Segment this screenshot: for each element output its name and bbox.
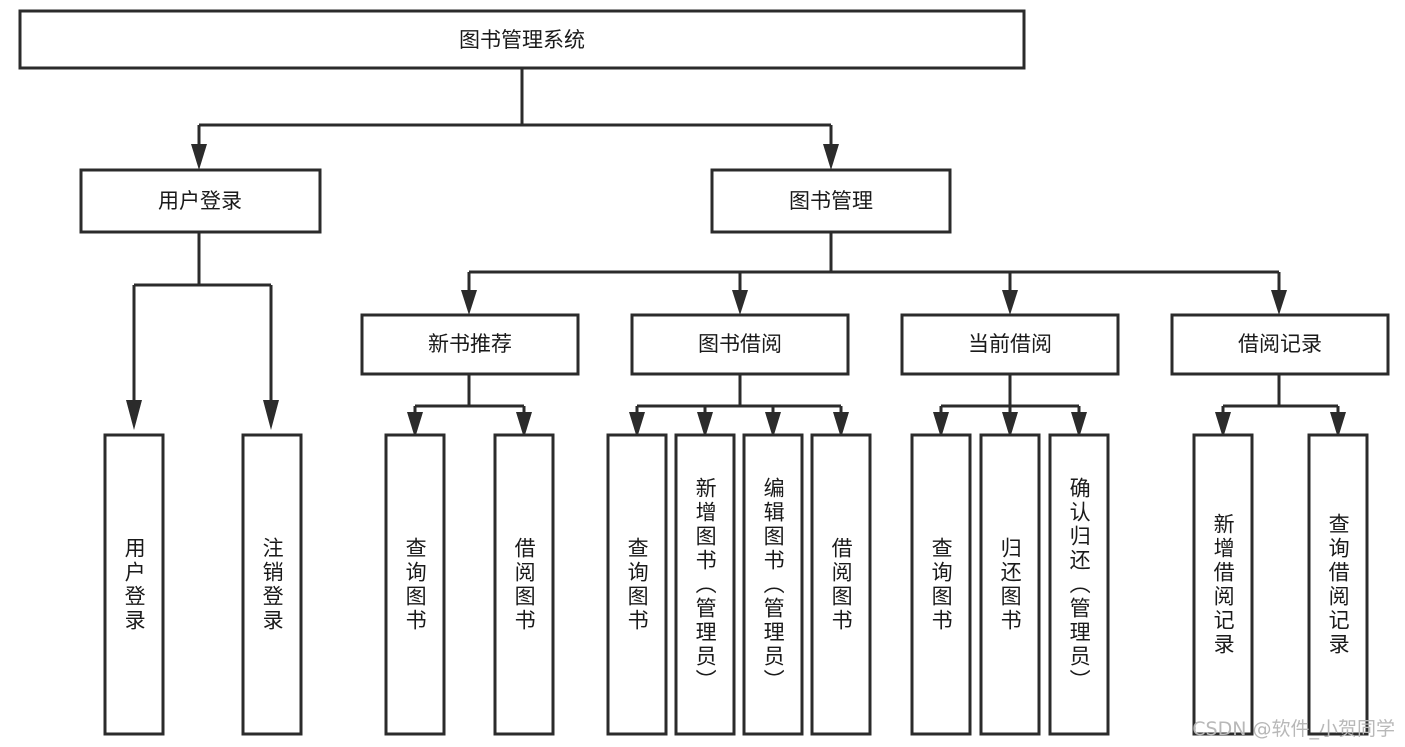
node-new-book-recommend[interactable]: 新书推荐 (360, 313, 580, 376)
node-current-borrow-label: 当前借阅 (968, 332, 1052, 356)
node-leaf-confirm-return[interactable] (1048, 433, 1110, 736)
node-root-label: 图书管理系统 (459, 28, 585, 52)
connector-current-borrow-children (933, 374, 1087, 438)
node-book-management-label: 图书管理 (789, 189, 873, 213)
connector-root-stem (191, 68, 839, 170)
node-user-login-label: 用户登录 (158, 189, 242, 213)
node-borrow-record-label: 借阅记录 (1238, 332, 1322, 356)
node-new-book-recommend-label: 新书推荐 (428, 332, 512, 356)
connector-book-borrow-children (629, 374, 849, 438)
node-leaf-borrow-book-2[interactable] (810, 433, 872, 736)
node-leaf-add-book[interactable] (674, 433, 736, 736)
node-current-borrow[interactable]: 当前借阅 (900, 313, 1120, 376)
node-root[interactable]: 图书管理系统 (18, 9, 1026, 70)
node-leaf-borrow-book-1[interactable] (493, 433, 555, 736)
connector-borrow-record-children (1215, 374, 1346, 438)
connector-book-management-children (461, 232, 1287, 315)
node-book-borrow[interactable]: 图书借阅 (630, 313, 850, 376)
connector-user-login-children (126, 232, 279, 430)
node-leaf-query-book-1[interactable] (384, 433, 446, 736)
node-leaf-query-book-3[interactable] (910, 433, 972, 736)
node-leaf-add-record[interactable] (1192, 433, 1254, 736)
node-user-login[interactable]: 用户登录 (79, 168, 322, 234)
node-leaf-return-book[interactable] (979, 433, 1041, 736)
node-book-management[interactable]: 图书管理 (710, 168, 952, 234)
node-leaf-query-record[interactable] (1307, 433, 1369, 736)
node-leaf-user-login[interactable] (103, 433, 165, 736)
node-leaf-logout-login[interactable] (241, 433, 303, 736)
node-leaf-edit-book[interactable] (742, 433, 804, 736)
node-leaf-query-book-2[interactable] (606, 433, 668, 736)
node-book-borrow-label: 图书借阅 (698, 332, 782, 356)
node-borrow-record[interactable]: 借阅记录 (1170, 313, 1390, 376)
connector-new-book-recommend-children (407, 374, 532, 438)
